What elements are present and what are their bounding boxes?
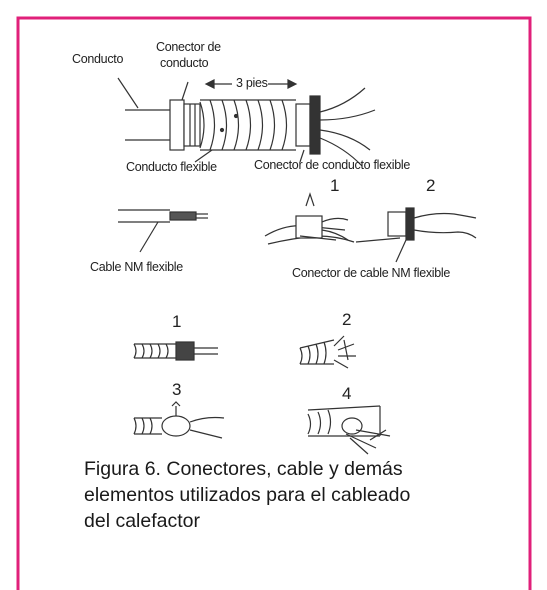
- flexible-conduit-connector-label: Conector de conducto flexible: [254, 158, 410, 172]
- middle-step1-number: 1: [330, 176, 340, 195]
- figure-caption: Figura 6. Conectores, cable y demás elem…: [84, 456, 524, 534]
- conduit-label: Conducto: [72, 52, 124, 66]
- caption-line3: del calefactor: [84, 510, 200, 532]
- caption-line2: elementos utilizados para el cableado: [84, 484, 411, 506]
- bottom-step3: [133, 401, 225, 439]
- flexible-conduit-label: Conducto flexible: [126, 160, 217, 174]
- bottom-step4-number: 4: [342, 384, 352, 403]
- bottom-step3-number: 3: [172, 380, 182, 399]
- figure-border: [16, 16, 532, 590]
- nm-connector-step2: [355, 207, 477, 263]
- conduit-connector-label-line2: conducto: [160, 56, 209, 70]
- bottom-step2-number: 2: [342, 310, 352, 329]
- nm-cable: [118, 209, 208, 253]
- conduit-assembly: [117, 77, 376, 167]
- bottom-step1-number: 1: [172, 312, 182, 331]
- nm-cable-label: Cable NM flexible: [90, 260, 183, 274]
- bottom-step1: [133, 341, 218, 361]
- bottom-step2: [299, 335, 356, 369]
- length-label: 3 pies: [236, 76, 268, 90]
- middle-step2-number: 2: [426, 176, 436, 195]
- conduit-connector-label-line1: Conector de: [156, 40, 221, 54]
- flexible-conduit-coils: [199, 99, 296, 151]
- nm-connector-step1: [264, 192, 355, 245]
- nm-connector-label: Conector de cable NM flexible: [292, 266, 451, 280]
- bottom-step4: [307, 405, 391, 455]
- caption-line1: Figura 6. Conectores, cable y demás: [84, 458, 403, 480]
